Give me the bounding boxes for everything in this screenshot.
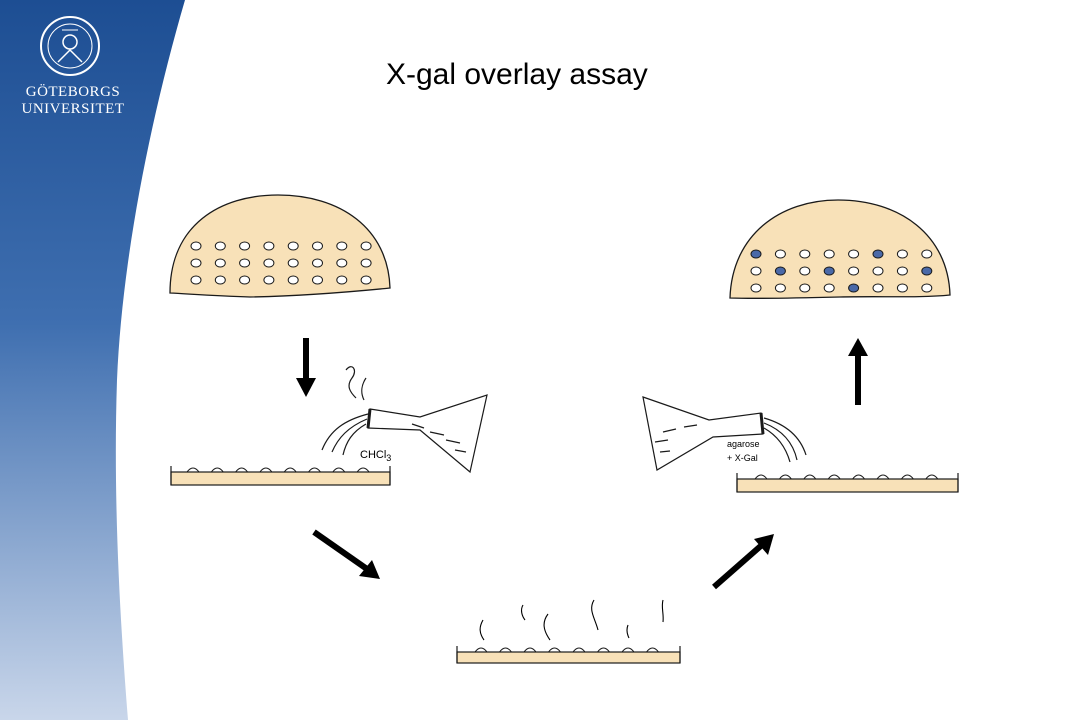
colony-bump xyxy=(827,474,841,480)
replica-dish-left xyxy=(170,466,391,486)
colony xyxy=(360,241,372,251)
colony-bump xyxy=(803,474,817,480)
colony-bump xyxy=(572,647,586,653)
colony xyxy=(190,258,202,268)
colony-bump xyxy=(523,647,537,653)
colony xyxy=(799,266,811,276)
colony xyxy=(774,249,786,259)
colony xyxy=(799,249,811,259)
colony xyxy=(921,266,933,276)
colony xyxy=(360,275,372,285)
colony-bump xyxy=(754,474,768,480)
colony-bump xyxy=(235,467,248,473)
colony-bump xyxy=(548,647,561,653)
flask-icon xyxy=(642,396,807,471)
colony xyxy=(287,241,299,251)
colony xyxy=(921,249,933,259)
colony xyxy=(190,275,202,285)
colony-bump xyxy=(852,474,865,480)
colony xyxy=(214,241,226,251)
colony-bump xyxy=(474,647,488,653)
colony xyxy=(896,249,908,259)
colony xyxy=(848,249,860,259)
colony xyxy=(336,258,348,268)
colony-bump xyxy=(283,467,297,473)
colony xyxy=(336,241,348,251)
colony xyxy=(214,258,226,268)
replica-dish-right xyxy=(736,473,959,493)
university-name: GÖTEBORGS UNIVERSITET xyxy=(14,84,132,118)
colony xyxy=(239,258,251,268)
side-band xyxy=(0,0,185,720)
colony xyxy=(896,266,908,276)
colony xyxy=(848,283,860,293)
arrow-icon xyxy=(848,338,868,405)
colony xyxy=(239,275,251,285)
page-title: X-gal overlay assay xyxy=(386,58,648,91)
colony-bump xyxy=(621,647,635,653)
colony xyxy=(312,275,323,285)
colony xyxy=(214,275,226,285)
colony xyxy=(263,241,275,251)
university-name-line2: UNIVERSITET xyxy=(21,101,125,117)
colony-bump xyxy=(597,647,610,653)
colony-bump xyxy=(901,474,914,480)
svg-text:agarose: agarose xyxy=(727,439,760,449)
colony xyxy=(263,275,275,285)
colony xyxy=(190,241,202,251)
colony-bump xyxy=(308,467,321,473)
arrow-icon xyxy=(312,529,380,579)
colony xyxy=(823,283,835,293)
arrow-icon xyxy=(712,534,774,590)
arrow-icon xyxy=(296,338,316,397)
overlay-label: agarose + X-Gal xyxy=(727,439,760,463)
colony xyxy=(921,283,933,293)
master-plate xyxy=(169,194,391,298)
university-name-line1: GÖTEBORGS xyxy=(25,84,121,100)
colony xyxy=(239,241,251,251)
colony xyxy=(312,241,323,251)
colony xyxy=(774,266,786,276)
colony xyxy=(312,258,323,268)
colony xyxy=(360,258,372,268)
colony xyxy=(872,266,884,276)
colony-bump xyxy=(356,467,370,473)
flask-icon xyxy=(321,366,488,474)
colony xyxy=(872,283,884,293)
colony xyxy=(287,275,299,285)
colony-bump xyxy=(259,467,273,473)
university-seal-icon xyxy=(40,16,100,76)
svg-text:+ X-Gal: + X-Gal xyxy=(727,453,758,463)
colony xyxy=(799,283,811,293)
colony xyxy=(287,258,299,268)
colony-bump xyxy=(186,467,200,473)
colony xyxy=(774,283,786,293)
lysed-dish xyxy=(456,599,681,664)
colony xyxy=(848,266,860,276)
colony xyxy=(872,249,884,259)
solvent-label: CHCl3 xyxy=(360,449,391,463)
colony-bump xyxy=(779,474,792,480)
colony-bump xyxy=(210,467,224,473)
colony-bump xyxy=(646,647,659,653)
vapor-icon xyxy=(479,599,664,641)
colony-bump xyxy=(499,647,512,653)
colony-bump xyxy=(876,474,890,480)
colony xyxy=(750,283,762,293)
colony xyxy=(336,275,348,285)
colony-bump xyxy=(925,474,939,480)
result-plate xyxy=(729,199,951,300)
colony xyxy=(750,266,762,276)
colony xyxy=(263,258,275,268)
colony xyxy=(823,266,835,276)
colony xyxy=(823,249,835,259)
svg-text:CHCl3: CHCl3 xyxy=(360,449,391,463)
colony xyxy=(750,249,762,259)
colony-bump xyxy=(332,467,346,473)
colony xyxy=(896,283,908,293)
